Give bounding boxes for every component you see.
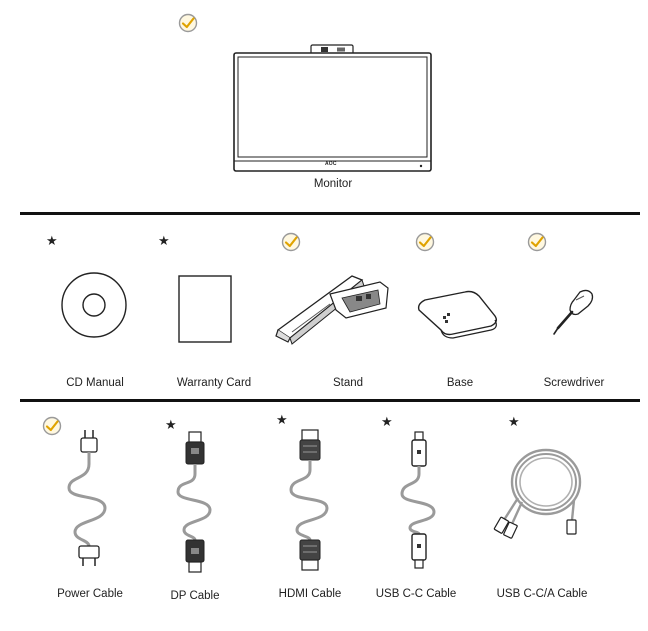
check-icon <box>42 416 62 436</box>
base-icon <box>417 290 498 339</box>
check-icon <box>281 232 301 252</box>
section-divider-bottom <box>20 399 640 402</box>
cd-disc-icon <box>61 272 127 338</box>
dp-cable-star: ★ <box>165 417 177 432</box>
power-cable-label: Power Cable <box>57 588 123 600</box>
usb-cc-cable-star: ★ <box>381 414 393 429</box>
hdmi-cable-star: ★ <box>276 412 288 427</box>
usb-cca-cable-icon <box>493 448 582 539</box>
stand-label: Stand <box>332 377 364 389</box>
usb-cca-cable-star: ★ <box>508 414 520 429</box>
screwdriver-label: Screwdriver <box>543 377 605 389</box>
screwdriver-icon <box>553 289 594 335</box>
cd-manual-label: CD Manual <box>66 377 124 389</box>
check-icon <box>527 232 547 252</box>
dp-cable-label: DP Cable <box>170 590 220 602</box>
dp-cable-icon <box>176 431 212 573</box>
power-cable-icon <box>67 430 107 566</box>
stand-icon <box>275 275 389 345</box>
hdmi-cable-label: HDMI Cable <box>278 588 342 600</box>
section-divider-top <box>20 212 640 215</box>
monitor-label: Monitor <box>313 178 353 190</box>
monitor-bezel-logo: AOC <box>325 161 337 167</box>
usb-cc-cable-label: USB C-C Cable <box>375 588 457 600</box>
monitor-illustration <box>233 44 432 172</box>
base-label: Base <box>446 377 474 389</box>
warranty-card-icon <box>178 275 232 343</box>
warranty-card-star: ★ <box>158 233 170 248</box>
check-icon <box>178 13 198 33</box>
usb-cc-cable-icon <box>400 431 436 569</box>
warranty-card-label: Warranty Card <box>176 377 252 389</box>
cd-manual-star: ★ <box>46 233 58 248</box>
hdmi-cable-icon <box>289 429 329 571</box>
check-icon <box>415 232 435 252</box>
usb-cca-cable-label: USB C-C/A Cable <box>496 588 588 600</box>
